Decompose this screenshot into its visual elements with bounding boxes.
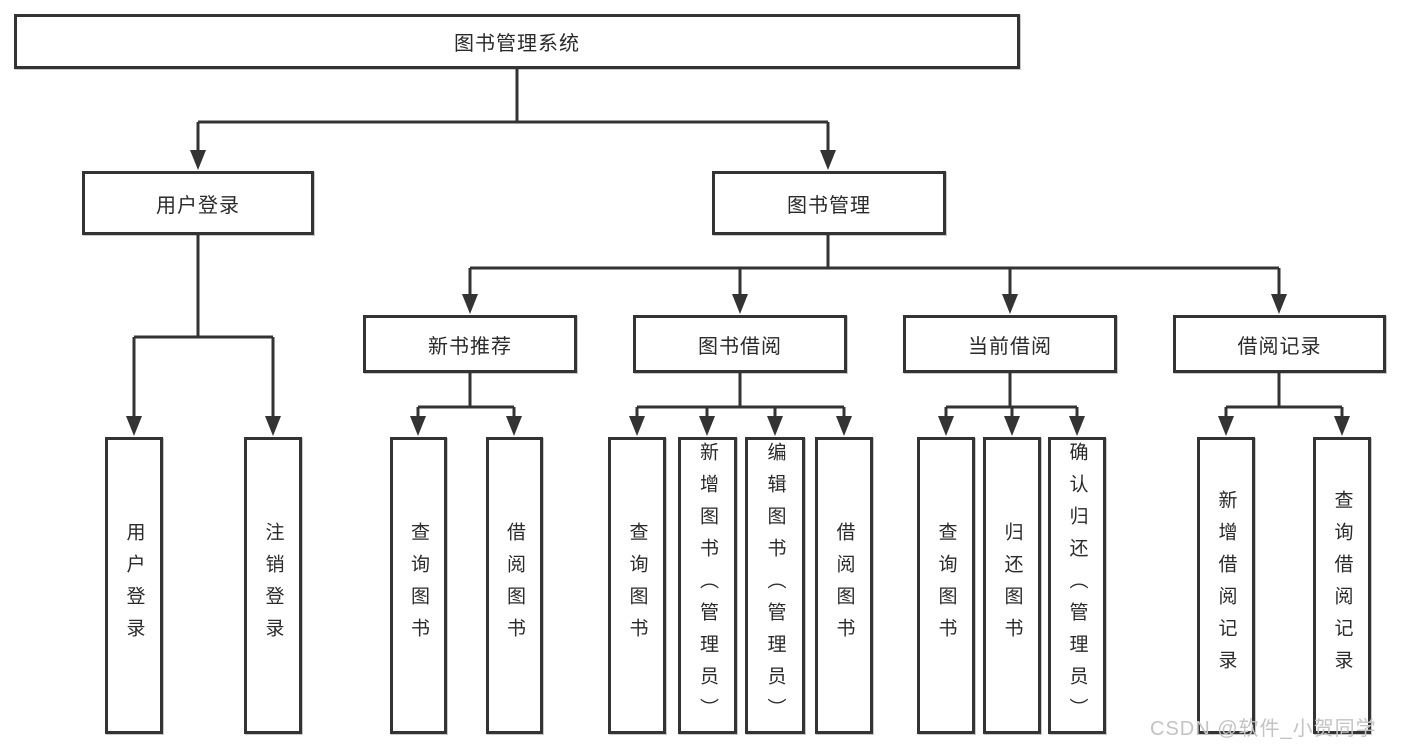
node-borrow-records: 借阅记录 xyxy=(1173,315,1386,373)
node-user-login: 用户登录 xyxy=(82,171,314,235)
node-book-borrow: 图书借阅 xyxy=(633,315,847,373)
node-current-borrow: 当前借阅 xyxy=(903,315,1117,373)
leaf-logout: 注销登录 xyxy=(244,437,302,734)
leaf-borrow-book-recommend: 借阅图书 xyxy=(486,437,543,734)
leaf-add-book-admin: 新增图书（管理员） xyxy=(678,437,737,734)
csdn-watermark: CSDN @软件_小贺同学 xyxy=(1150,718,1377,740)
leaf-confirm-return-admin: 确认归还（管理员） xyxy=(1048,437,1106,734)
leaf-query-book-borrow: 查询图书 xyxy=(608,437,666,734)
leaf-return-book: 归还图书 xyxy=(983,437,1041,734)
arrowheads xyxy=(126,150,1350,436)
leaf-borrow-book: 借阅图书 xyxy=(815,437,873,734)
leaf-add-borrow-record: 新增借阅记录 xyxy=(1197,437,1255,734)
leaf-query-book-current: 查询图书 xyxy=(917,437,975,734)
leaf-edit-book-admin: 编辑图书（管理员） xyxy=(745,437,805,734)
node-library-management-system: 图书管理系统 xyxy=(14,14,1020,69)
leaf-query-book-recommend: 查询图书 xyxy=(390,437,447,734)
leaf-query-borrow-record: 查询借阅记录 xyxy=(1313,437,1371,734)
leaf-user-login: 用户登录 xyxy=(105,437,163,734)
node-new-book-recommend: 新书推荐 xyxy=(363,315,577,373)
node-book-management: 图书管理 xyxy=(712,171,946,235)
